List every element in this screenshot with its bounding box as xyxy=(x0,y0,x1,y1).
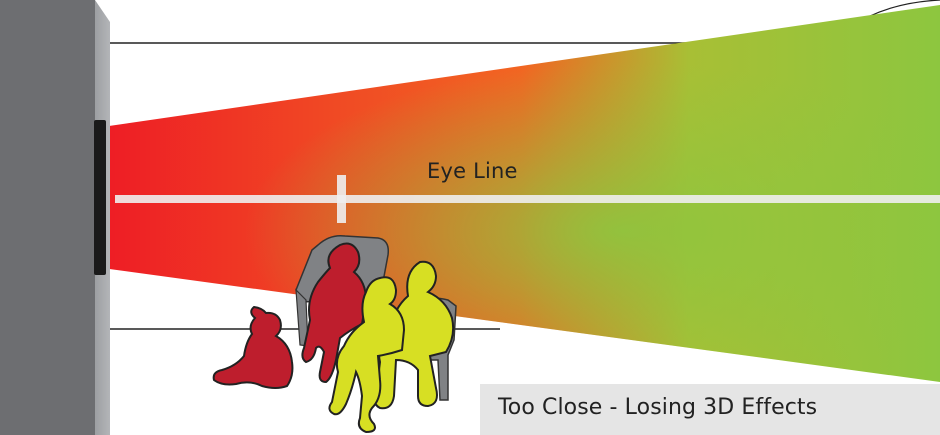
wall-face xyxy=(0,0,95,435)
eye-line-label: Eye Line xyxy=(427,159,518,183)
seated-person-red xyxy=(301,242,368,384)
viewing-beam-glow xyxy=(102,5,940,382)
caption-box: Too Close - Losing 3D Effects xyxy=(480,384,940,435)
eye-line xyxy=(115,195,940,203)
child-silhouette xyxy=(212,305,294,389)
eye-line-marker xyxy=(337,175,346,223)
corner-line xyxy=(869,0,940,17)
seated-person-yellow xyxy=(328,276,406,434)
tv-screen xyxy=(94,120,106,275)
caption-text: Too Close - Losing 3D Effects xyxy=(498,395,818,420)
